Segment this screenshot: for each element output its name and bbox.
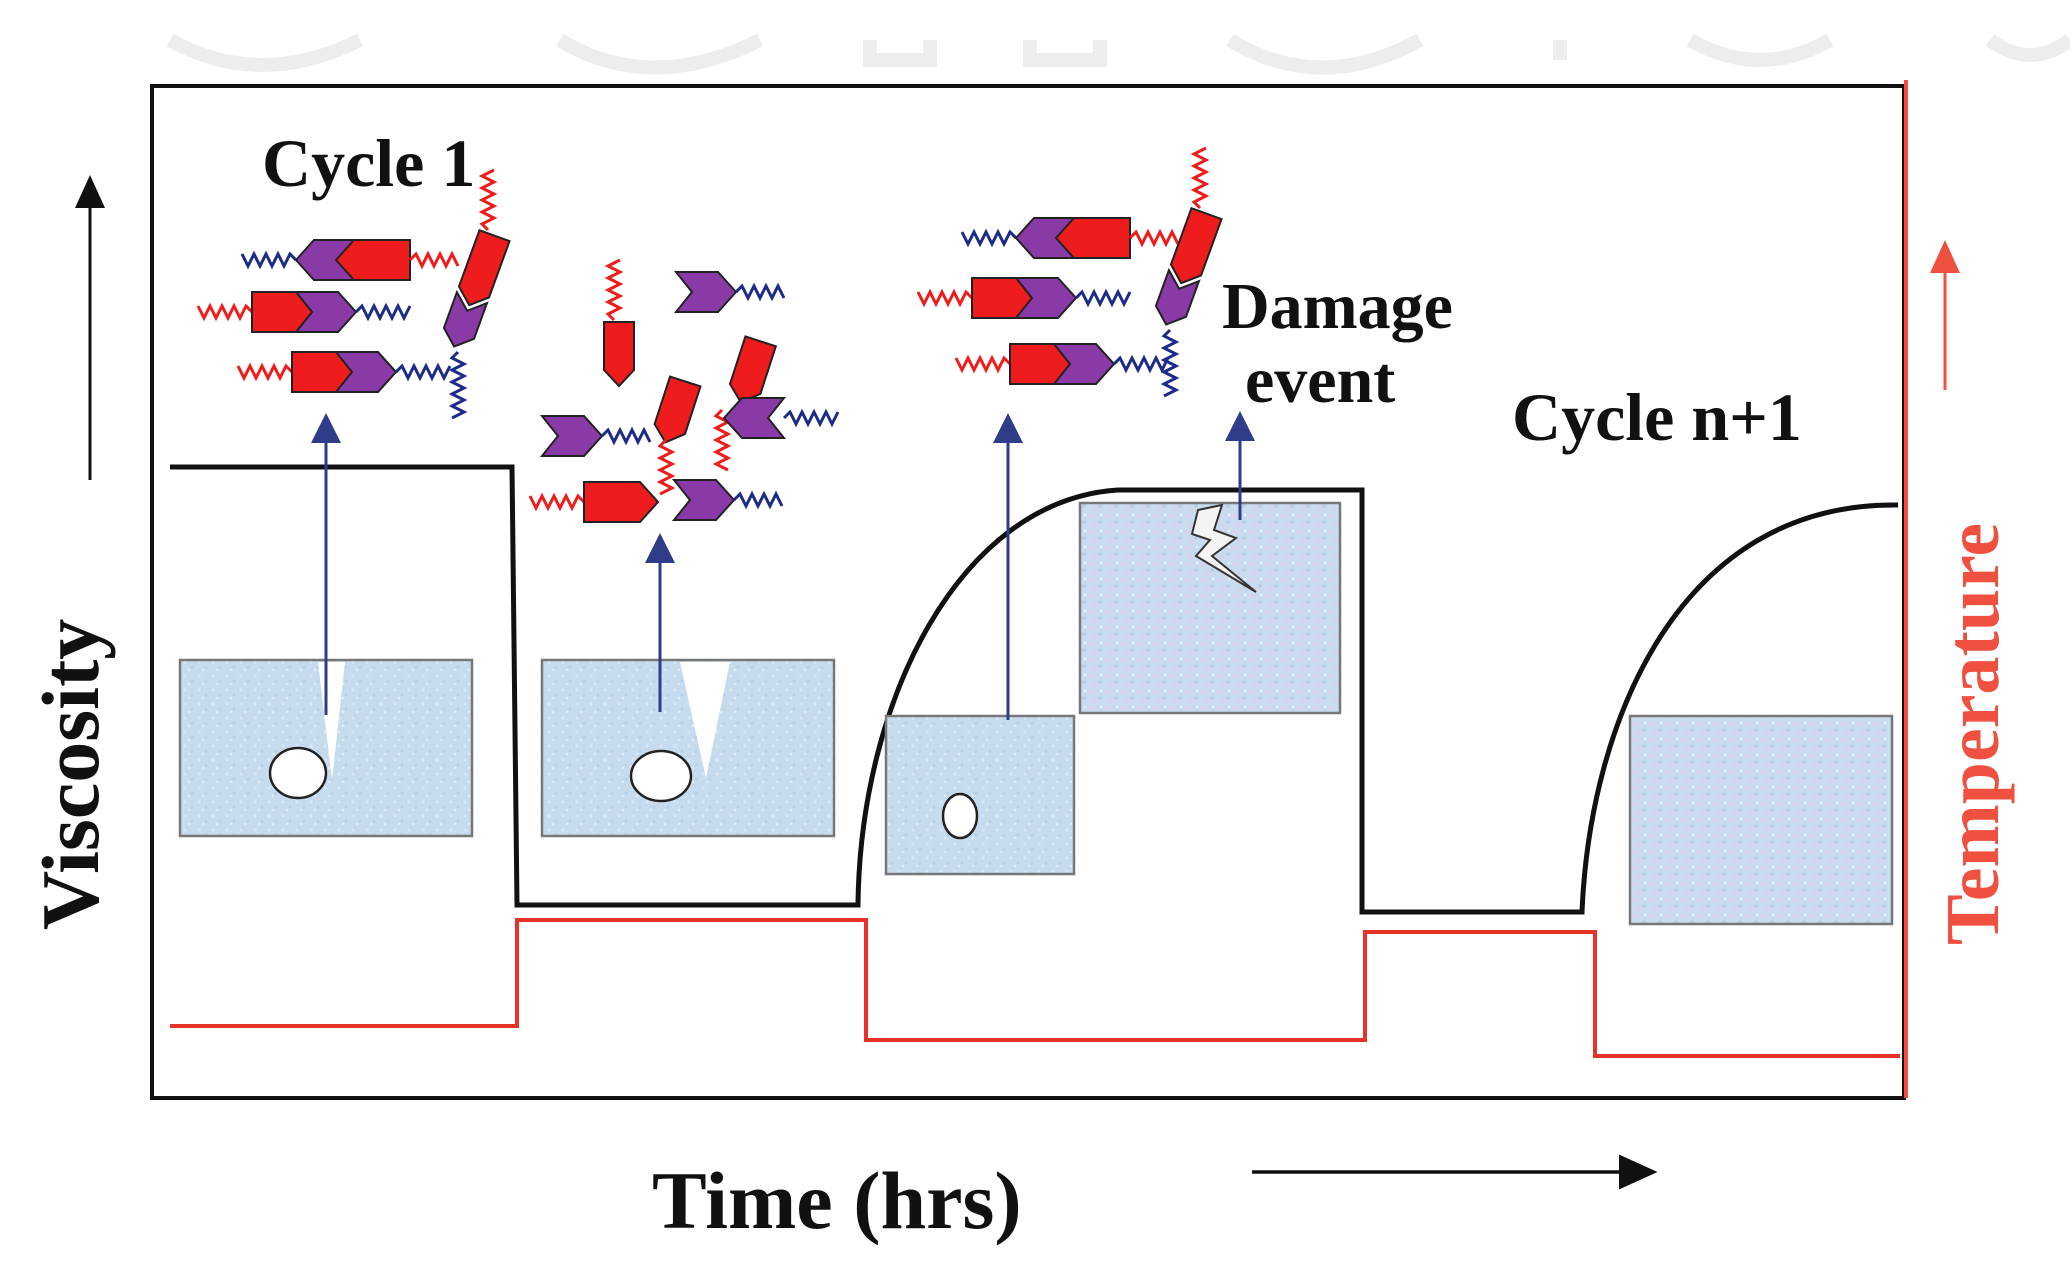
healed-block xyxy=(1078,501,1342,715)
cycle-n1-label: Cycle n+1 xyxy=(1512,379,1802,455)
void-icon xyxy=(941,792,979,840)
x-axis-title: Time (hrs) xyxy=(652,1155,1022,1246)
healing-block xyxy=(884,714,1076,876)
crack-block-2 xyxy=(540,658,836,838)
temperature-curve xyxy=(170,918,1900,1058)
watermark xyxy=(166,33,2070,75)
restored-block xyxy=(1628,714,1894,926)
y-axis-title-right: Temperature xyxy=(1931,523,2015,945)
molecule-cluster-bonded xyxy=(196,168,511,420)
y-axis-title-left: Viscosity xyxy=(25,619,116,930)
cycle-1-label: Cycle 1 xyxy=(262,125,475,201)
crack-icon xyxy=(1190,503,1257,593)
molecule-cluster-dissociated xyxy=(528,258,840,523)
void-icon xyxy=(629,749,693,803)
damage-label-line2: event xyxy=(1245,344,1395,417)
void-icon xyxy=(268,746,328,800)
damage-label-line1: Damage xyxy=(1222,270,1453,343)
molecule-cluster-rebonded xyxy=(916,146,1223,398)
